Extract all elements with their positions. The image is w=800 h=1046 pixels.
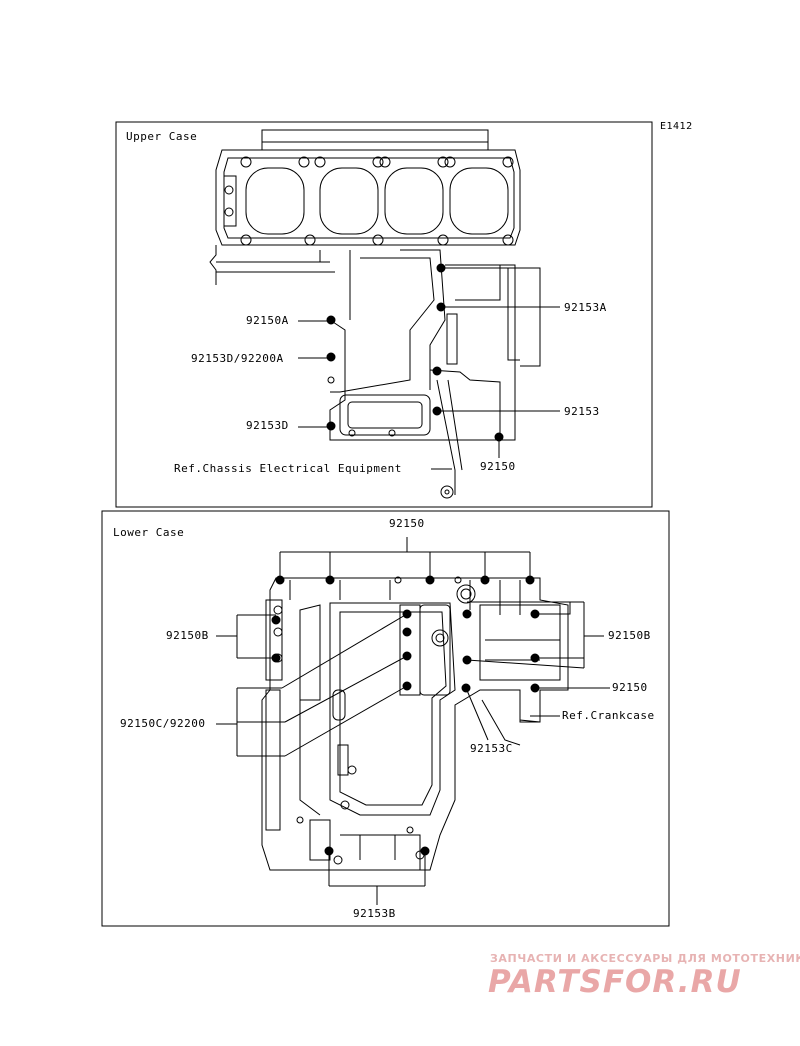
ref-chassis-electrical-equipment[interactable]: Ref.Chassis Electrical Equipment xyxy=(174,462,402,475)
ref-crankcase[interactable]: Ref.Crankcase xyxy=(562,709,655,722)
label-92150A[interactable]: 92150A xyxy=(246,314,289,327)
label-92150-lower-right[interactable]: 92150 xyxy=(612,681,648,694)
upper-leader-lines xyxy=(298,267,560,470)
upper-case-title: Upper Case xyxy=(126,130,198,143)
label-92153B[interactable]: 92153B xyxy=(353,907,396,920)
watermark-brand: PARTSFOR.RU xyxy=(488,964,742,1000)
watermark-tagline: ЗАПЧАСТИ И АКСЕССУАРЫ ДЛЯ МОТОТЕХНИКИ xyxy=(490,952,800,965)
label-92153C[interactable]: 92153C xyxy=(470,742,513,755)
lower-case-drawing xyxy=(261,575,569,871)
lower-case-frame xyxy=(101,510,670,927)
label-92150-lower-top[interactable]: 92150 xyxy=(389,517,425,530)
upper-case-frame xyxy=(115,121,653,508)
label-92150B-left[interactable]: 92150B xyxy=(166,629,209,642)
lower-case-title: Lower Case xyxy=(113,526,185,539)
diagram-code: E1412 xyxy=(660,121,693,132)
label-92150B-right[interactable]: 92150B xyxy=(608,629,651,642)
label-92153[interactable]: 92153 xyxy=(564,405,600,418)
label-92153D[interactable]: 92153D xyxy=(246,419,289,432)
label-92153D-92200A[interactable]: 92153D/92200A xyxy=(191,352,284,365)
label-92150C-92200[interactable]: 92150C/92200 xyxy=(120,717,206,730)
label-92153A[interactable]: 92153A xyxy=(564,301,607,314)
label-92150-upper[interactable]: 92150 xyxy=(480,460,516,473)
upper-case-drawing xyxy=(209,129,521,499)
lower-leader-lines xyxy=(216,537,610,905)
